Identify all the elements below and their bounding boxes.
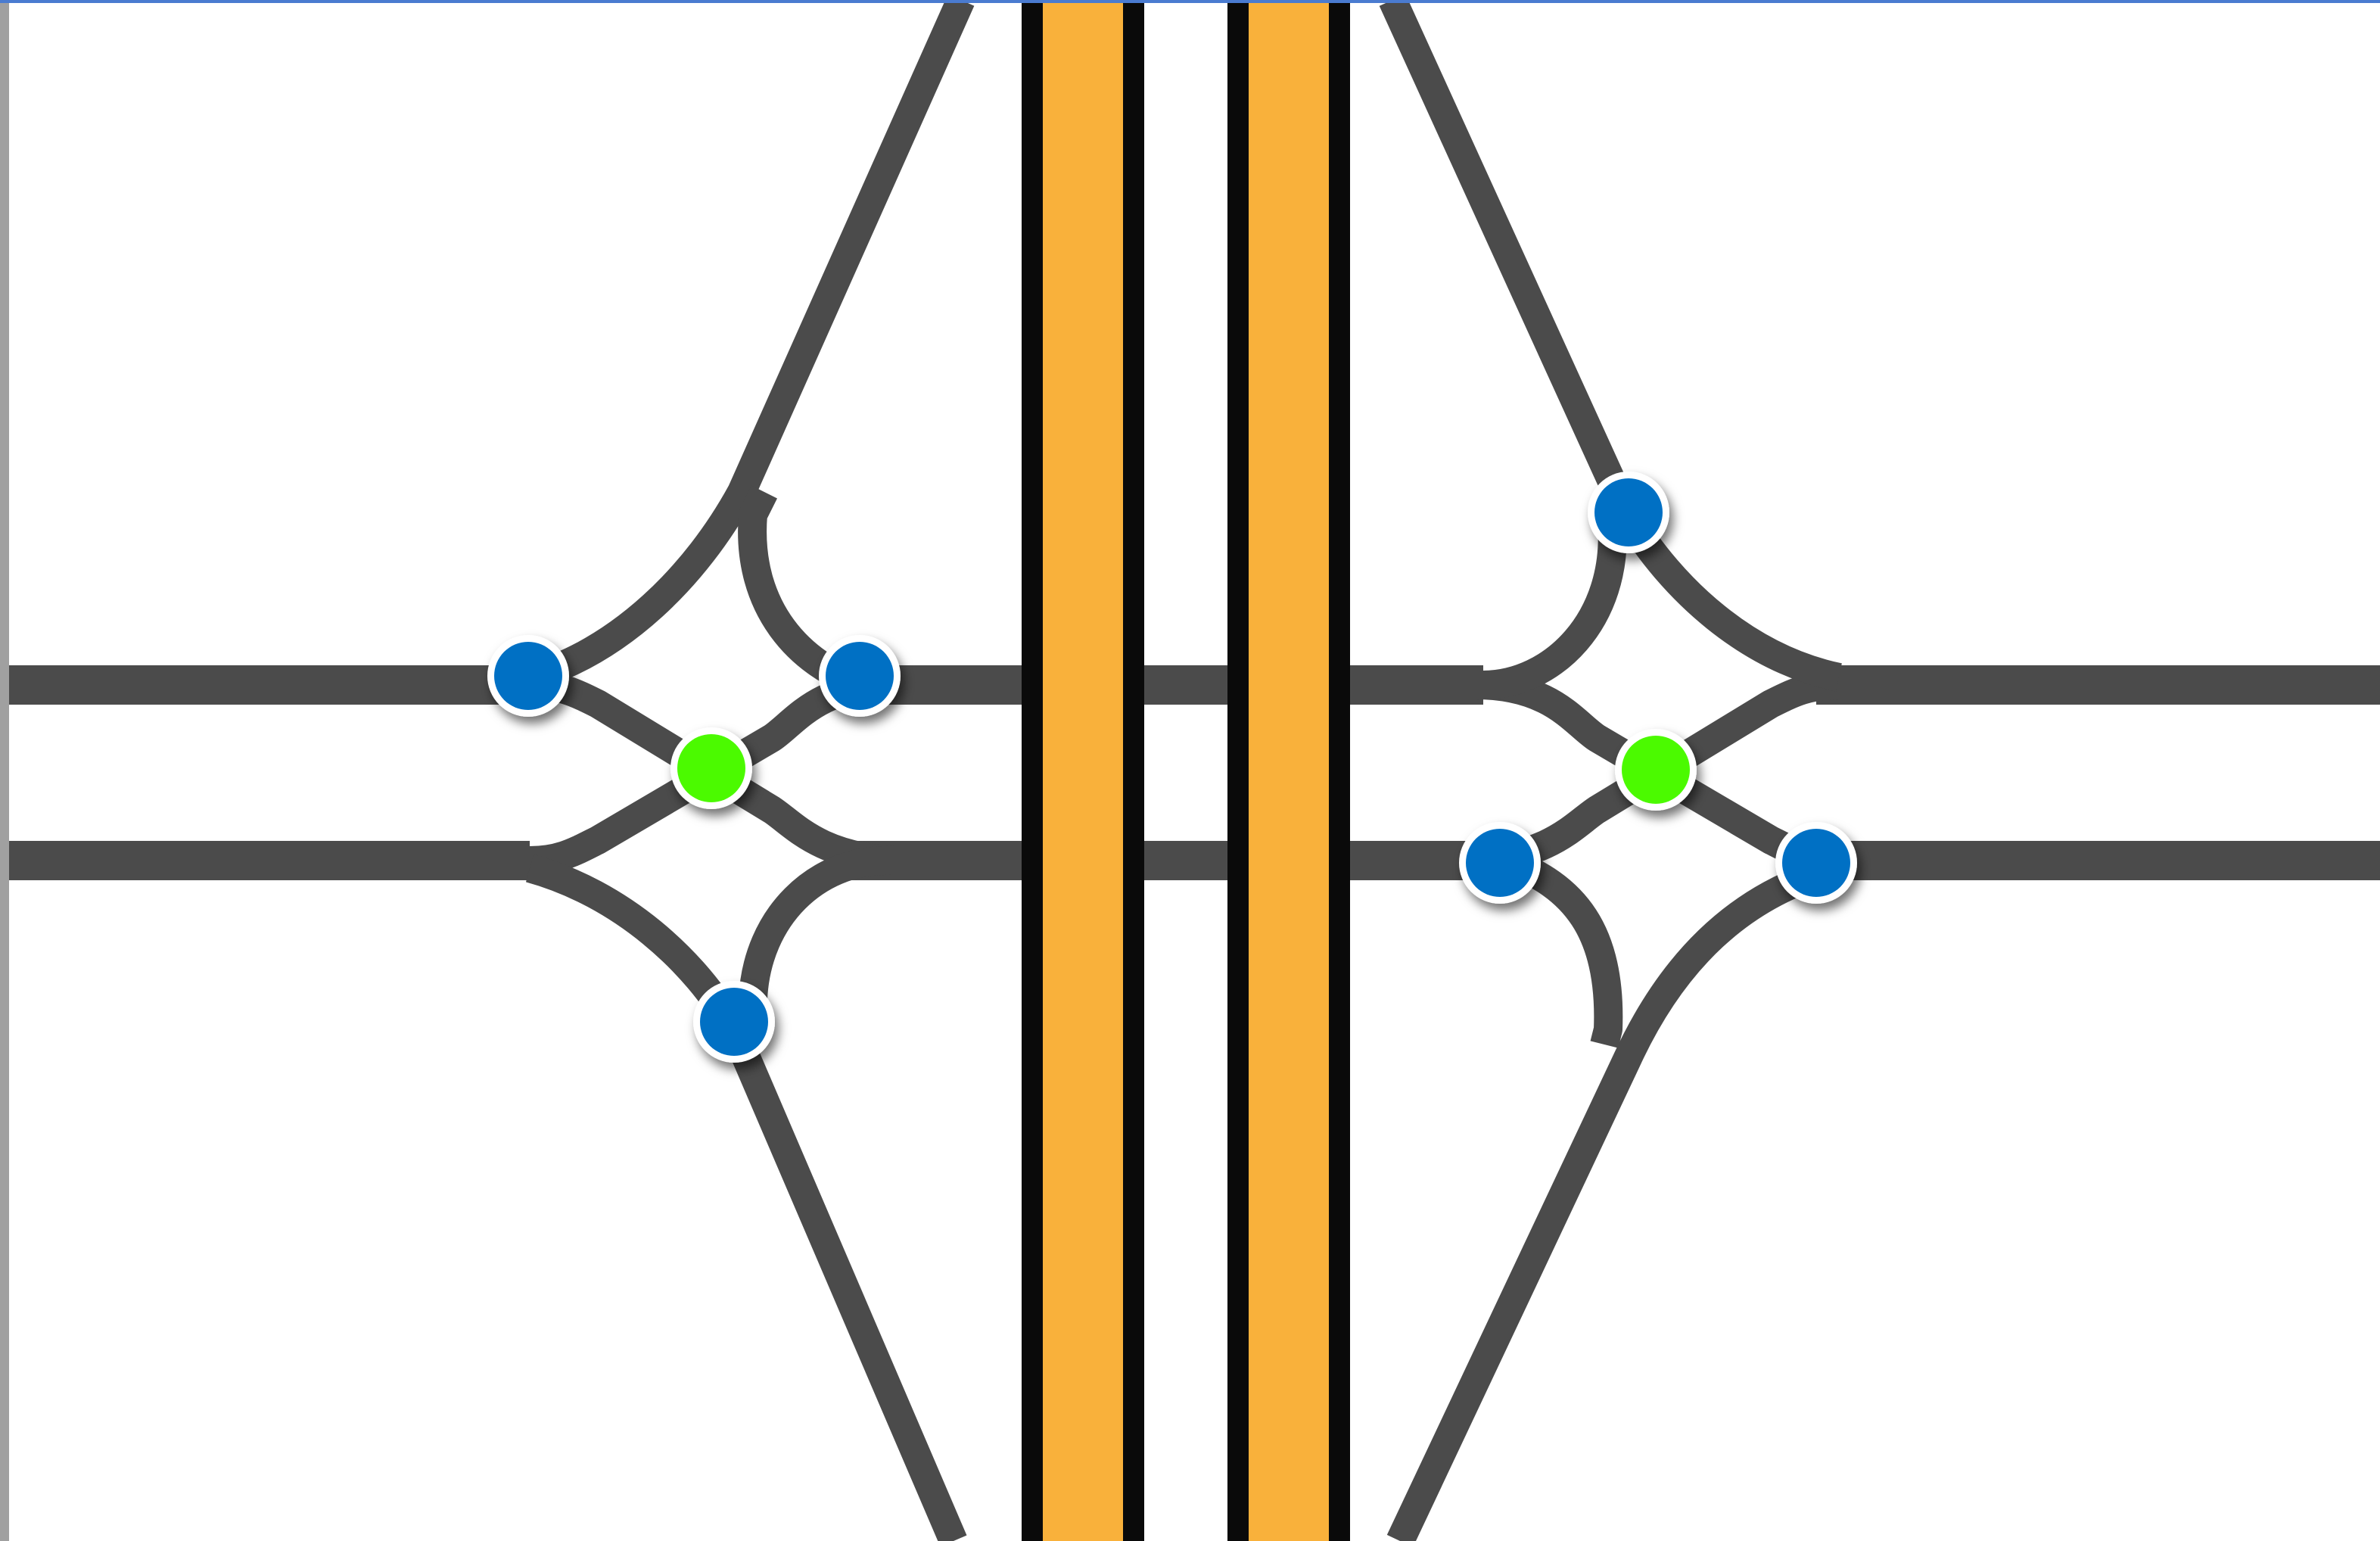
signal-marker-blue[interactable] xyxy=(1459,822,1541,904)
signal-marker-blue[interactable] xyxy=(693,981,775,1063)
signal-marker-green[interactable] xyxy=(1615,729,1697,811)
left-frame-edge xyxy=(0,0,9,1541)
top-frame-edge xyxy=(0,0,2380,3)
ramp-left-south-loop xyxy=(731,846,886,1033)
freeway-right-carriageway xyxy=(1249,0,1329,1541)
freeway xyxy=(1022,0,1350,1541)
signal-markers xyxy=(487,472,1857,1063)
signal-marker-green[interactable] xyxy=(670,727,752,809)
signal-marker-blue[interactable] xyxy=(1588,472,1669,553)
signal-marker-blue[interactable] xyxy=(487,635,569,717)
signal-marker-blue[interactable] xyxy=(819,635,901,717)
freeway-left-carriageway xyxy=(1043,0,1123,1541)
ramp-left-northwest xyxy=(525,0,975,692)
signal-marker-blue[interactable] xyxy=(1775,822,1857,904)
